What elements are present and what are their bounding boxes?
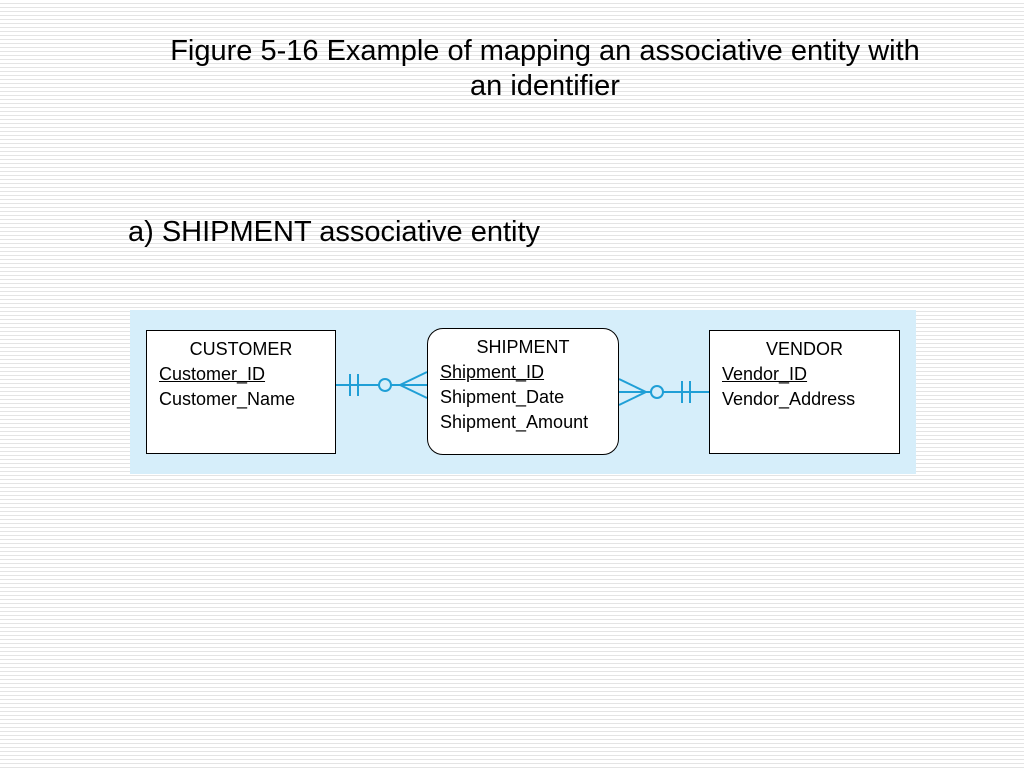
attribute: Customer_Name xyxy=(159,389,296,409)
entity-vendor: VENDOR Vendor_ID Vendor_Address xyxy=(709,330,900,454)
er-diagram: CUSTOMER Customer_ID Customer_Name SHIPM… xyxy=(130,310,916,474)
entity-customer: CUSTOMER Customer_ID Customer_Name xyxy=(146,330,336,454)
entity-shipment: SHIPMENT Shipment_ID Shipment_Date Shipm… xyxy=(427,328,619,455)
entity-name: CUSTOMER xyxy=(189,339,293,359)
entity-name: VENDOR xyxy=(765,339,843,359)
relationship-customer-shipment xyxy=(336,371,428,399)
primary-key-attribute: Shipment_ID xyxy=(440,362,545,382)
attribute: Shipment_Amount xyxy=(440,412,589,432)
optional-circle xyxy=(378,378,392,392)
relationship-lines xyxy=(336,371,709,406)
crows-foot-lower xyxy=(618,391,647,406)
attribute: Shipment_Date xyxy=(440,387,565,407)
attribute: Vendor_Address xyxy=(722,389,856,409)
slide-subtitle: a) SHIPMENT associative entity xyxy=(128,216,541,248)
optional-circle xyxy=(650,385,664,399)
slide-title-line-1: Figure 5-16 Example of mapping an associ… xyxy=(170,35,920,67)
crows-foot-upper xyxy=(618,378,647,393)
entity-name: SHIPMENT xyxy=(476,337,570,357)
primary-key-attribute: Customer_ID xyxy=(159,364,266,384)
crows-foot-lower xyxy=(399,384,428,399)
crows-foot-upper xyxy=(399,371,428,386)
primary-key-attribute: Vendor_ID xyxy=(722,364,808,384)
relationship-shipment-vendor xyxy=(618,378,709,406)
slide-title: Figure 5-16 Example of mapping an associ… xyxy=(95,34,995,104)
slide-title-line-2: an identifier xyxy=(470,69,620,102)
